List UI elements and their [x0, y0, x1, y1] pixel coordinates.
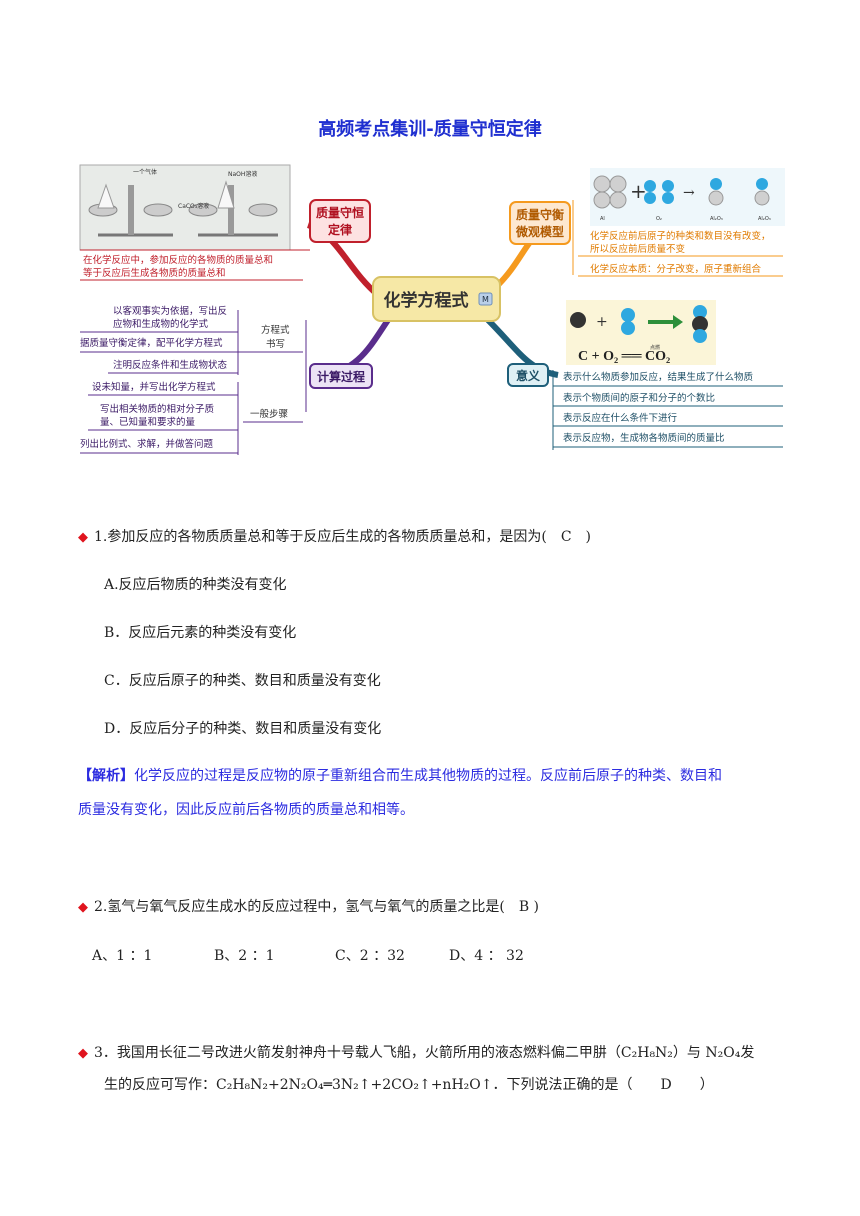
analysis-line-1: 化学反应的过程是反应物的原子重新组合而生成其他物质的过程。反应前后原子的种类、数… [134, 768, 722, 784]
svg-text:+: + [596, 314, 608, 330]
svg-text:据质量守衡定律，配平化学方程式: 据质量守衡定律，配平化学方程式 [80, 337, 223, 349]
calc-process-node [309, 363, 373, 389]
question-3-stem-line-1: 3．我国用长征二号改进火箭发射神舟十号载人飞船，火箭所用的液态燃料偏二甲肼（C₂… [94, 1045, 755, 1061]
svg-text:化学反应前后原子的种类和数目没有改变，: 化学反应前后原子的种类和数目没有改变， [590, 230, 771, 242]
question-1-stem: 1.参加反应的各物质质量总和等于反应后生成的各物质质量总和，是因为( C ) [94, 529, 591, 545]
question-2-stem: 2.氢气与氧气反应生成水的反应过程中，氢气与氧气的质量之比是( B ) [94, 899, 540, 915]
analysis-label: 【解析】 [78, 768, 134, 784]
svg-text:方程式: 方程式 [261, 324, 290, 336]
q1-option-a: A.反应后物质的种类没有变化 [104, 577, 287, 593]
center-node [372, 276, 501, 322]
svg-text:等于反应后生成各物质的质量总和: 等于反应后生成各物质的质量总和 [83, 267, 226, 279]
mass-conservation-node [309, 199, 371, 243]
svg-text:在化学反应中，参加反应的各物质的质量总和: 在化学反应中，参加反应的各物质的质量总和 [83, 254, 273, 266]
question-1: ◆ 1.参加反应的各物质质量总和等于反应后生成的各物质质量总和，是因为( C ) [78, 527, 591, 548]
branch-teal [485, 317, 559, 378]
svg-text:列出比例式、求解，并做答问题: 列出比例式、求解，并做答问题 [80, 438, 214, 450]
svg-text:定律: 定律 [328, 222, 352, 237]
q1-option-d: D．反应后分子的种类、数目和质量没有变化 [104, 721, 382, 737]
center-badge-label: M [482, 295, 489, 304]
svg-text:书写: 书写 [266, 339, 285, 350]
svg-text:Al: Al [600, 216, 605, 222]
svg-text:一个气体: 一个气体 [133, 168, 157, 176]
page-title: 高频考点集训-质量守恒定律 [318, 119, 542, 140]
svg-text:质量守衡: 质量守衡 [516, 207, 564, 222]
svg-text:+: + [630, 179, 647, 203]
analysis-line-2: 质量没有变化，因此反应前后各物质的质量总和相等。 [78, 802, 414, 818]
svg-text:表示反应在什么条件下进行: 表示反应在什么条件下进行 [563, 412, 678, 424]
svg-text:C + O₂ ══ CO₂: C + O₂ ══ CO₂ [578, 349, 670, 364]
svg-text:点燃: 点燃 [650, 344, 660, 351]
svg-text:表示反应物，生成物各物质间的质量比: 表示反应物，生成物各物质间的质量比 [563, 432, 725, 444]
diamond-bullet-icon: ◆ [78, 900, 88, 915]
svg-text:设未知量，并写出化学方程式: 设未知量，并写出化学方程式 [92, 381, 216, 393]
q2-option-c: C、2 ：32 [335, 948, 405, 964]
q2-option-b: B、2 ：1 [214, 948, 275, 964]
svg-text:应物和生成物的化学式: 应物和生成物的化学式 [113, 318, 209, 330]
svg-text:→: → [683, 185, 695, 201]
svg-text:Al₂O₃: Al₂O₃ [758, 216, 771, 222]
svg-text:以客观事实为依据，写出反: 以客观事实为依据，写出反 [113, 305, 227, 317]
q2-option-a: A、1 ：1 [92, 948, 153, 964]
question-3-stem-line-2: 生的反应可写作：C₂H₈N₂+2N₂O₄═3N₂↑+2CO₂↑+nH₂O↑．下列… [104, 1077, 714, 1093]
svg-text:微观模型: 微观模型 [515, 224, 564, 239]
svg-text:所以反应前后质量不变: 所以反应前后质量不变 [590, 243, 686, 255]
svg-text:表示什么物质参加反应，结果生成了什么物质: 表示什么物质参加反应，结果生成了什么物质 [563, 371, 754, 383]
micro-model-node [509, 201, 571, 245]
question-3: ◆ 3．我国用长征二号改进火箭发射神舟十号载人飞船，火箭所用的液态燃料偏二甲肼（C… [78, 1043, 798, 1064]
mind-map: 化学方程式 M 一个气体 NaOH溶液 CaCO₃溶液 质量守恒 定律 在化学反… [79, 164, 785, 455]
svg-text:化学反应本质：分子改变，原子重新组合: 化学反应本质：分子改变，原子重新组合 [590, 263, 762, 275]
svg-text:计算过程: 计算过程 [317, 369, 365, 384]
svg-text:一般步骤: 一般步骤 [250, 408, 288, 420]
svg-text:注明反应条件和生成物状态: 注明反应条件和生成物状态 [113, 359, 228, 371]
svg-text:意义: 意义 [516, 368, 541, 383]
svg-text:写出相关物质的相对分子质: 写出相关物质的相对分子质 [100, 403, 215, 415]
equation-image [566, 300, 716, 365]
svg-text:CaCO₃溶液: CaCO₃溶液 [178, 202, 209, 210]
diamond-bullet-icon: ◆ [78, 530, 88, 545]
svg-text:表示个物质间的原子和分子的个数比: 表示个物质间的原子和分子的个数比 [563, 392, 715, 404]
q1-option-c: C．反应后原子的种类、数目和质量没有变化 [104, 673, 381, 689]
q1-analysis: 【解析】化学反应的过程是反应物的原子重新组合而生成其他物质的过程。反应前后原子的… [78, 766, 788, 786]
question-2: ◆ 2.氢气与氧气反应生成水的反应过程中，氢气与氧气的质量之比是( B ) [78, 897, 539, 918]
q2-option-d: D、4 ： 32 [449, 948, 524, 964]
center-badge [478, 292, 493, 306]
q1-option-b: B．反应后元素的种类没有变化 [104, 625, 297, 641]
center-node-label: 化学方程式 [384, 290, 469, 311]
svg-text:质量守恒: 质量守恒 [316, 205, 364, 220]
svg-text:O₂: O₂ [656, 216, 662, 222]
svg-text:Al₂O₃: Al₂O₃ [710, 216, 723, 222]
diamond-bullet-icon: ◆ [78, 1046, 88, 1061]
svg-text:量、已知量和要求的量: 量、已知量和要求的量 [100, 416, 196, 428]
svg-text:NaOH溶液: NaOH溶液 [228, 170, 257, 178]
meaning-node [507, 363, 549, 387]
